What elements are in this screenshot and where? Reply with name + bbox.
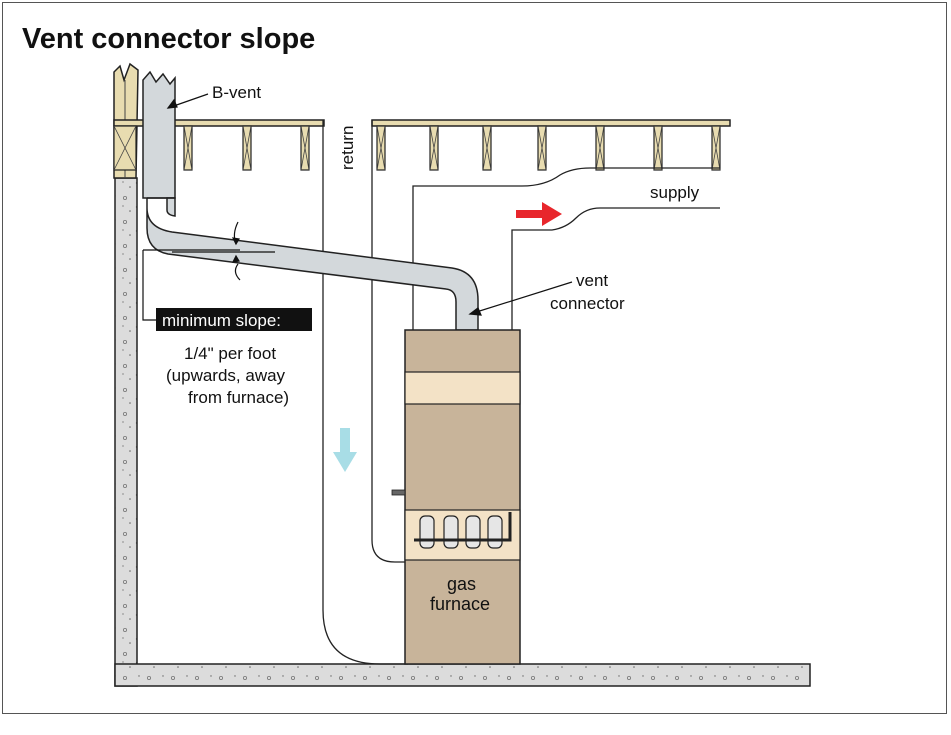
slope-text-line3: from furnace) [188, 388, 289, 407]
concrete-foundation [114, 177, 811, 687]
supply-airflow-arrow [516, 202, 562, 226]
minimum-slope-label: minimum slope: [162, 311, 281, 330]
vent-connector-label-line1: vent [576, 271, 608, 290]
slope-indicator [142, 221, 275, 321]
furnace-label-line1: gas [447, 574, 476, 594]
furnace-label-line2: furnace [430, 594, 490, 614]
slope-text-line2: (upwards, away [166, 366, 286, 385]
slope-text-line1: 1/4" per foot [184, 344, 276, 363]
b-vent-pipe [142, 70, 176, 199]
return-airflow-arrow [333, 428, 357, 472]
gas-furnace [391, 329, 521, 665]
supply-label: supply [650, 183, 700, 202]
return-duct [322, 120, 408, 665]
supply-duct [412, 167, 720, 330]
vent-connector-label-line2: connector [550, 294, 625, 313]
floor-joists-left [113, 119, 325, 171]
leader-lines [166, 93, 573, 316]
diagram-title: Vent connector slope [22, 23, 315, 55]
minimum-slope-badge [156, 308, 312, 331]
b-vent-label: B-vent [212, 83, 261, 102]
return-label: return [338, 126, 357, 170]
floor-joists-right [371, 119, 731, 171]
